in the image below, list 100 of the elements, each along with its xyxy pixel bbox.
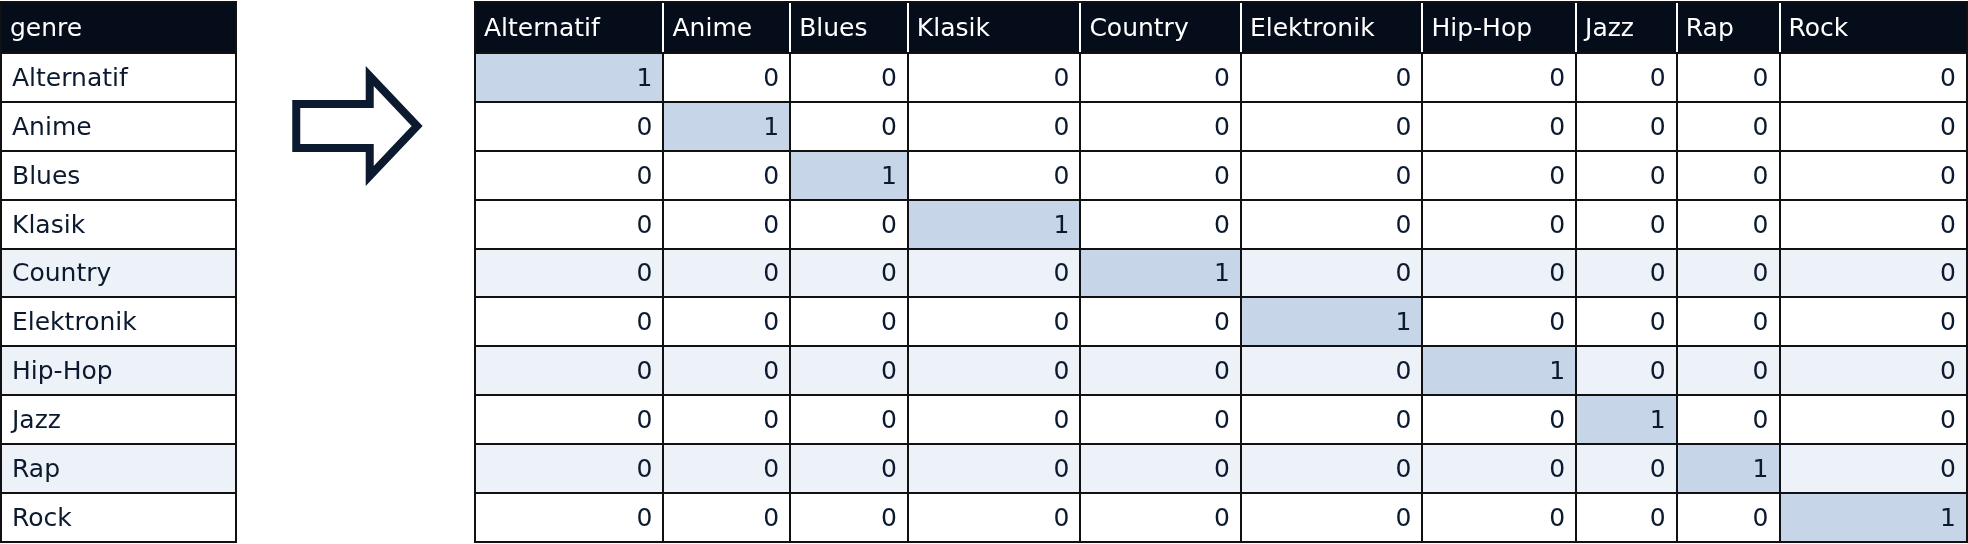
table-cell: 0	[662, 443, 790, 493]
table-header-cell: Country	[1079, 3, 1240, 52]
table-cell: 0	[1575, 51, 1676, 101]
table-cell: 0	[1421, 149, 1576, 199]
table-cell: 0	[1778, 394, 1966, 444]
table-header-cell: Elektronik	[1239, 3, 1422, 52]
table-cell: 0	[789, 247, 907, 297]
table-cell: 1	[906, 198, 1080, 248]
table-cell: 1	[662, 100, 790, 150]
table-cell: 0	[1675, 394, 1779, 444]
table-cell: 0	[662, 198, 790, 248]
table-cell: Rap	[2, 443, 235, 493]
table-cell: 0	[1239, 247, 1422, 297]
table-cell: 1	[789, 149, 907, 199]
table-cell: Country	[2, 247, 235, 297]
table-cell: 0	[789, 443, 907, 493]
table-cell: 0	[476, 345, 663, 395]
table-cell: 0	[1778, 443, 1966, 493]
table-cell: 0	[1239, 51, 1422, 101]
table-cell: 0	[906, 345, 1080, 395]
table-header-cell: genre	[2, 3, 235, 52]
table-cell: 0	[1239, 492, 1422, 541]
table-cell: 0	[1575, 247, 1676, 297]
table-cell: 0	[789, 345, 907, 395]
table-header-cell: Blues	[789, 3, 907, 52]
table-cell: 0	[476, 247, 663, 297]
table-cell: 0	[906, 394, 1080, 444]
table-cell: 1	[1675, 443, 1779, 493]
table-cell: 0	[1778, 345, 1966, 395]
table-cell: 0	[1421, 394, 1576, 444]
table-cell: 0	[1778, 149, 1966, 199]
table-cell: 0	[1079, 198, 1240, 248]
table-cell: 0	[1239, 443, 1422, 493]
table-cell: 0	[1675, 149, 1779, 199]
table-cell: 0	[476, 443, 663, 493]
table-cell: 0	[1421, 296, 1576, 346]
data-table	[0, 1, 237, 543]
table-cell: 0	[662, 296, 790, 346]
table-header-cell: Klasik	[906, 3, 1080, 52]
table-cell: 0	[1079, 443, 1240, 493]
table-cell: 0	[1239, 149, 1422, 199]
table-header-cell: Anime	[662, 3, 790, 52]
table-cell: 1	[1239, 296, 1422, 346]
table-cell: 0	[1675, 247, 1779, 297]
table-cell: 0	[1239, 100, 1422, 150]
table-cell: 0	[662, 394, 790, 444]
table-cell: 0	[789, 394, 907, 444]
table-cell: 0	[1079, 394, 1240, 444]
table-cell: 0	[1239, 345, 1422, 395]
table-cell: 1	[1421, 345, 1576, 395]
table-header-cell: Alternatif	[476, 3, 663, 52]
table-cell: 1	[1575, 394, 1676, 444]
table-cell: 0	[906, 443, 1080, 493]
table-cell: 0	[1778, 247, 1966, 297]
table-cell: 0	[1575, 100, 1676, 150]
table-cell: 0	[1778, 100, 1966, 150]
table-cell: 0	[1239, 198, 1422, 248]
table-cell: 0	[662, 149, 790, 199]
table-cell: 0	[906, 247, 1080, 297]
table-cell: 0	[789, 51, 907, 101]
table-cell: 0	[1239, 394, 1422, 444]
table-cell: 0	[1079, 100, 1240, 150]
table-cell: 0	[1778, 198, 1966, 248]
table-cell: 0	[1675, 51, 1779, 101]
table-cell: 0	[906, 51, 1080, 101]
table-cell: 1	[1079, 247, 1240, 297]
table-cell: 0	[1675, 198, 1779, 248]
table-cell: 0	[789, 492, 907, 541]
table-cell: 0	[906, 492, 1080, 541]
table-cell: Hip-Hop	[2, 345, 235, 395]
table-cell: 0	[1079, 345, 1240, 395]
block-arrow	[292, 65, 423, 187]
table-cell: 0	[1778, 296, 1966, 346]
table-cell: 0	[789, 100, 907, 150]
table-cell: 0	[906, 100, 1080, 150]
table-cell: 0	[662, 492, 790, 541]
table-cell: 0	[1421, 492, 1576, 541]
table-cell: 0	[1575, 443, 1676, 493]
data-table	[474, 1, 1968, 543]
table-cell: 0	[662, 345, 790, 395]
table-cell: 1	[1778, 492, 1966, 541]
table-cell: 0	[906, 296, 1080, 346]
table-cell: 0	[1575, 345, 1676, 395]
table-cell: 0	[1575, 198, 1676, 248]
table-cell: 0	[1421, 247, 1576, 297]
table-header-cell: Rap	[1675, 3, 1779, 52]
table-cell: 1	[476, 51, 663, 101]
table-cell: 0	[1079, 492, 1240, 541]
table-cell: 0	[789, 296, 907, 346]
table-cell: 0	[1575, 149, 1676, 199]
table-header-cell: Rock	[1778, 3, 1966, 52]
table-cell: 0	[1421, 51, 1576, 101]
table-cell: 0	[1778, 51, 1966, 101]
table-cell: 0	[662, 247, 790, 297]
table-cell: 0	[1079, 51, 1240, 101]
table-header-cell: Hip-Hop	[1421, 3, 1576, 52]
table-cell: 0	[1575, 492, 1676, 541]
table-cell: 0	[1079, 296, 1240, 346]
table-cell: 0	[1421, 100, 1576, 150]
table-cell: 0	[1575, 296, 1676, 346]
